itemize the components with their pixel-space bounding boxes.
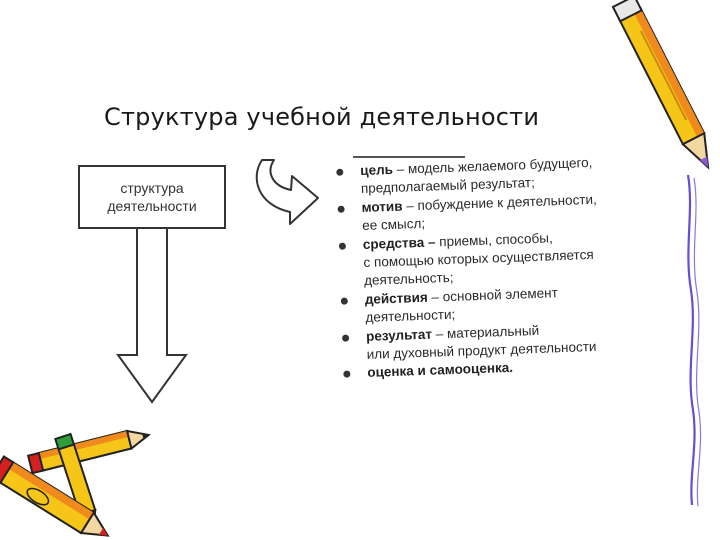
scan-top-line	[353, 156, 465, 158]
slide-title: Структура учебной деятельности	[104, 103, 540, 131]
structure-box-line2: деятельности	[107, 198, 197, 214]
pencil-icon	[611, 0, 710, 170]
curved-arrow	[255, 159, 319, 225]
structure-box: структура деятельности	[78, 165, 226, 229]
crossed-pencils-icon	[0, 429, 152, 537]
down-arrow	[116, 229, 188, 404]
structure-box-line1: структура	[120, 180, 184, 196]
